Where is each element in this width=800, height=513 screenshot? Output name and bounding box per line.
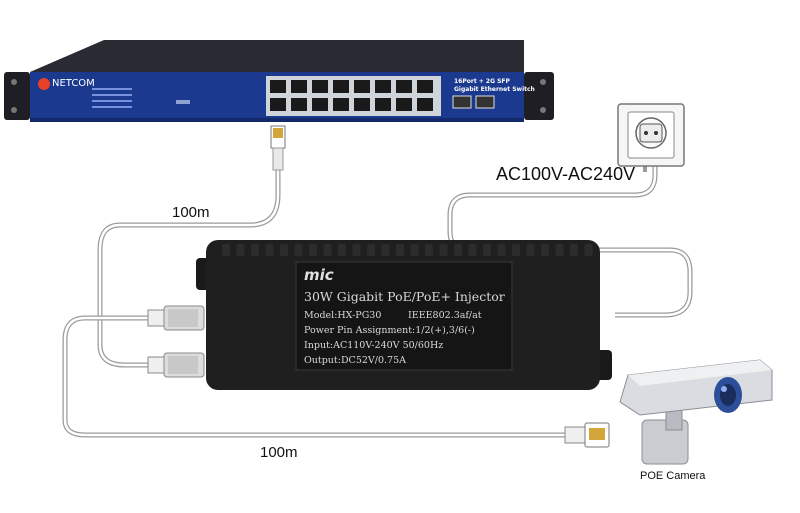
injector-rib: [294, 244, 303, 256]
injector-rib: [396, 244, 404, 256]
injector-rib: [338, 244, 346, 256]
rack-ear-right: [524, 72, 554, 120]
injector-input: Input:AC110V-240V 50/60Hz: [304, 340, 444, 351]
camera-label: POE Camera: [640, 470, 706, 482]
injector-rib: [309, 244, 317, 256]
rj45-plug-data-in: [147, 352, 205, 378]
switch-model-line2: Gigabit Ethernet Switch: [454, 86, 535, 93]
injector-rib: [410, 244, 419, 256]
injector-rib: [454, 244, 462, 256]
injector-rib: [439, 244, 448, 256]
injector-rib: [367, 244, 375, 256]
distance-label-bottom: 100m: [260, 444, 298, 461]
injector-rib: [468, 244, 477, 256]
sfp-port-2: [475, 95, 495, 109]
rj45-ports: [270, 80, 433, 111]
poe-camera: [619, 359, 773, 465]
rj45-port: [396, 80, 412, 93]
rj45-plug-switch: [270, 125, 286, 171]
rj45-port: [396, 98, 412, 111]
reset-button: [176, 100, 190, 104]
rj45-port: [375, 98, 391, 111]
switch-model-line1: 16Port + 2G SFP: [454, 78, 510, 85]
rj45-port: [291, 80, 307, 93]
injector-output: Output:DC52V/0.75A: [304, 355, 406, 366]
rack-ear-left: [4, 72, 30, 120]
rj45-plug-camera: [564, 422, 610, 448]
status-led-grid: [92, 88, 132, 108]
injector-title: 30W Gigabit PoE/PoE+ Injector: [304, 289, 505, 304]
injector-top-ribs: [222, 244, 593, 256]
injector-label-panel: [295, 261, 513, 371]
injector-rib: [526, 244, 535, 256]
injector-power-pin: Power Pin Assignment:1/2(+),3/6(-): [304, 325, 475, 336]
injector-rib: [425, 244, 433, 256]
injector-rib: [323, 244, 332, 256]
injector-rib: [352, 244, 361, 256]
rj45-port: [270, 98, 286, 111]
wall-outlet: [617, 103, 685, 167]
injector-rib: [584, 244, 593, 256]
ac-voltage-label: AC100V-AC240V: [496, 164, 636, 184]
injector-rib: [251, 244, 259, 256]
switch-top-panel: [30, 40, 524, 72]
switch-logo-icon: [38, 78, 50, 90]
rj45-port: [291, 98, 307, 111]
injector-rib: [483, 244, 491, 256]
injector-rib: [570, 244, 578, 256]
rj45-port: [417, 80, 433, 93]
rj45-plug-poe-out: [147, 305, 205, 331]
rj45-port: [417, 98, 433, 111]
sfp-port-1: [452, 95, 472, 109]
rj45-port: [375, 80, 391, 93]
cable-injector-to-camera: [62, 315, 565, 438]
network-switch: [4, 40, 554, 122]
injector-rib: [280, 244, 288, 256]
rj45-port: [354, 80, 370, 93]
rj45-port: [312, 80, 328, 93]
distance-label-top: 100m: [172, 204, 210, 221]
injector-rib: [555, 244, 564, 256]
camera-wall-mount: [641, 419, 689, 465]
rj45-port: [333, 98, 349, 111]
injector-model: Model:HX-PG30: [304, 310, 382, 321]
injector-standard: IEEE802.3af/at: [408, 310, 482, 321]
injector-rib: [541, 244, 549, 256]
cable-switch-to-injector: [97, 170, 281, 368]
injector-logo: mic: [304, 266, 334, 284]
rj45-port: [270, 80, 286, 93]
switch-brand: NETCOM: [52, 78, 95, 89]
rj45-port: [354, 98, 370, 111]
injector-rib: [222, 244, 230, 256]
rj45-port: [333, 80, 349, 93]
rj45-port: [312, 98, 328, 111]
injector-rib: [236, 244, 245, 256]
injector-rib: [512, 244, 520, 256]
injector-rib: [381, 244, 390, 256]
injector-rib: [265, 244, 274, 256]
injector-rib: [497, 244, 506, 256]
poe-injector: [196, 240, 612, 390]
